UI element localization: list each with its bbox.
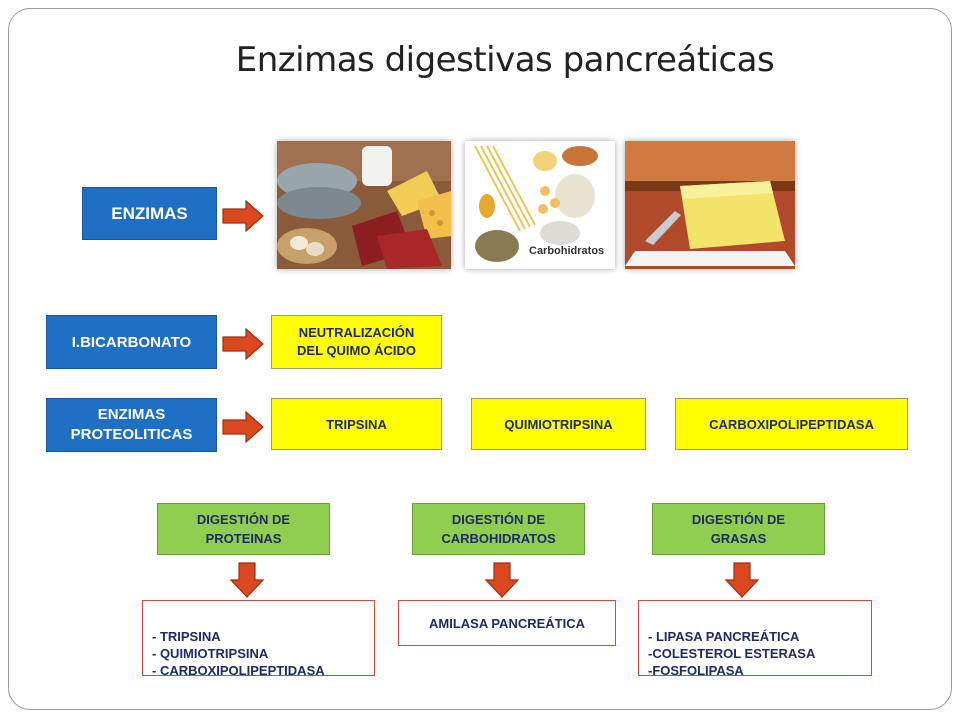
digestion-grasas-title: DIGESTIÓN DE GRASAS (691, 512, 786, 546)
digestion-proteinas-title: DIGESTIÓN DE PROTEINAS (196, 512, 291, 546)
neutralizacion-text: NEUTRALIZACIÓN DEL QUIMO ÁCIDO (297, 325, 416, 358)
tripsina-box: TRIPSINA (271, 398, 442, 450)
proteoliticas-label-box: ENZIMAS PROTEOLITICAS (46, 398, 217, 452)
slide-title: Enzimas digestivas pancreáticas (235, 40, 775, 80)
digestion-proteinas-box: DIGESTIÓN DE PROTEINAS (157, 503, 330, 555)
bicarbonato-label-box: I.BICARBONATO (46, 315, 217, 369)
quimiotripsina-box: QUIMIOTRIPSINA (471, 398, 646, 450)
bicarbonato-label: I.BICARBONATO (71, 333, 192, 351)
right-arrow-icon (222, 411, 264, 443)
carboxipolipeptidasa-box: CARBOXIPOLIPEPTIDASA (675, 398, 908, 450)
proteinas-enzymes-box: - TRIPSINA - QUIMIOTRIPSINA - CARBOXIPOL… (142, 600, 375, 678)
carbohydrates-caption: Carbohidratos (529, 245, 605, 257)
proteoliticas-label: ENZIMAS PROTEOLITICAS (70, 406, 193, 443)
carboxipolipeptidasa-text: CARBOXIPOLIPEPTIDASA (709, 416, 874, 432)
neutralizacion-box: NEUTRALIZACIÓN DEL QUIMO ÁCIDO (271, 315, 442, 369)
tripsina-text: TRIPSINA (326, 416, 387, 432)
enzimas-label: ENZIMAS (111, 203, 188, 223)
down-arrow-icon (230, 562, 264, 598)
grasas-enzymes-list: - LIPASA PANCREÁTICA -COLESTEROL ESTERAS… (648, 629, 816, 678)
fats-image (625, 141, 795, 269)
carbohidratos-enzymes-box: AMILASA PANCREÁTICA (398, 600, 616, 646)
quimiotripsina-text: QUIMIOTRIPSINA (504, 416, 613, 432)
proteins-image (277, 141, 451, 269)
carbohydrates-image: Carbohidratos (465, 141, 615, 269)
enzimas-label-box: ENZIMAS (82, 187, 217, 240)
down-arrow-icon (485, 562, 519, 598)
digestion-carbohidratos-title: DIGESTIÓN DE CARBOHIDRATOS (441, 512, 556, 546)
digestion-grasas-box: DIGESTIÓN DE GRASAS (652, 503, 825, 555)
right-arrow-icon (222, 200, 264, 232)
grasas-enzymes-box: - LIPASA PANCREÁTICA -COLESTEROL ESTERAS… (638, 600, 872, 678)
down-arrow-icon (725, 562, 759, 598)
right-arrow-icon (222, 328, 264, 360)
digestion-carbohidratos-box: DIGESTIÓN DE CARBOHIDRATOS (412, 503, 585, 555)
carbohidratos-enzymes-list: AMILASA PANCREÁTICA (429, 615, 585, 631)
proteinas-enzymes-list: - TRIPSINA - QUIMIOTRIPSINA - CARBOXIPOL… (152, 629, 325, 678)
